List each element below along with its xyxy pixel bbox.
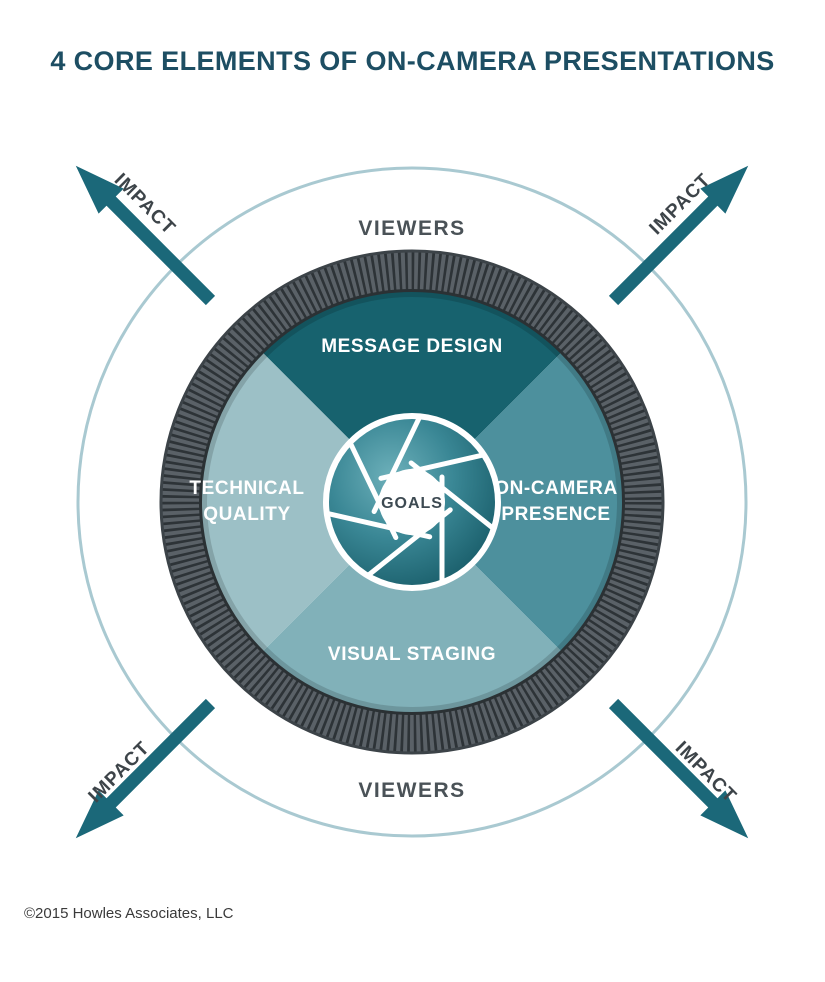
- quadrant-visual-staging: [262, 502, 562, 714]
- impact-arrow-nw: [65, 155, 223, 313]
- quadrant-message-design: [262, 290, 562, 502]
- quadrant-on-camera-presence: [412, 352, 624, 652]
- quadrant-wedges: [200, 290, 624, 714]
- aperture-icon: GOALS: [323, 413, 501, 591]
- label-presence: PRESENCE: [501, 504, 610, 525]
- label-visual-staging: VISUAL STAGING: [328, 644, 496, 665]
- knurled-ring: [159, 249, 665, 755]
- goals-circle: [379, 469, 445, 535]
- goals-label: GOALS: [381, 495, 443, 512]
- impact-arrow-ne: [602, 155, 760, 313]
- viewers-label-top: VIEWERS: [358, 217, 465, 240]
- outer-circle: [76, 166, 748, 838]
- label-technical: TECHNICAL: [189, 478, 304, 499]
- label-quality: QUALITY: [203, 504, 291, 525]
- label-message-design: MESSAGE DESIGN: [321, 336, 503, 357]
- quadrant-technical-quality: [200, 352, 412, 652]
- viewers-label-bottom: VIEWERS: [358, 779, 465, 802]
- inner-rim: [199, 289, 625, 715]
- impact-arrow-sw: [65, 692, 223, 850]
- page-title: 4 CORE ELEMENTS OF ON-CAMERA PRESENTATIO…: [50, 46, 775, 76]
- inner-shadow-ring: [201, 291, 623, 713]
- impact-arrow-se: [602, 692, 760, 850]
- label-on-camera: ON-CAMERA: [494, 478, 618, 499]
- copyright: ©2015 Howles Associates, LLC: [24, 905, 234, 922]
